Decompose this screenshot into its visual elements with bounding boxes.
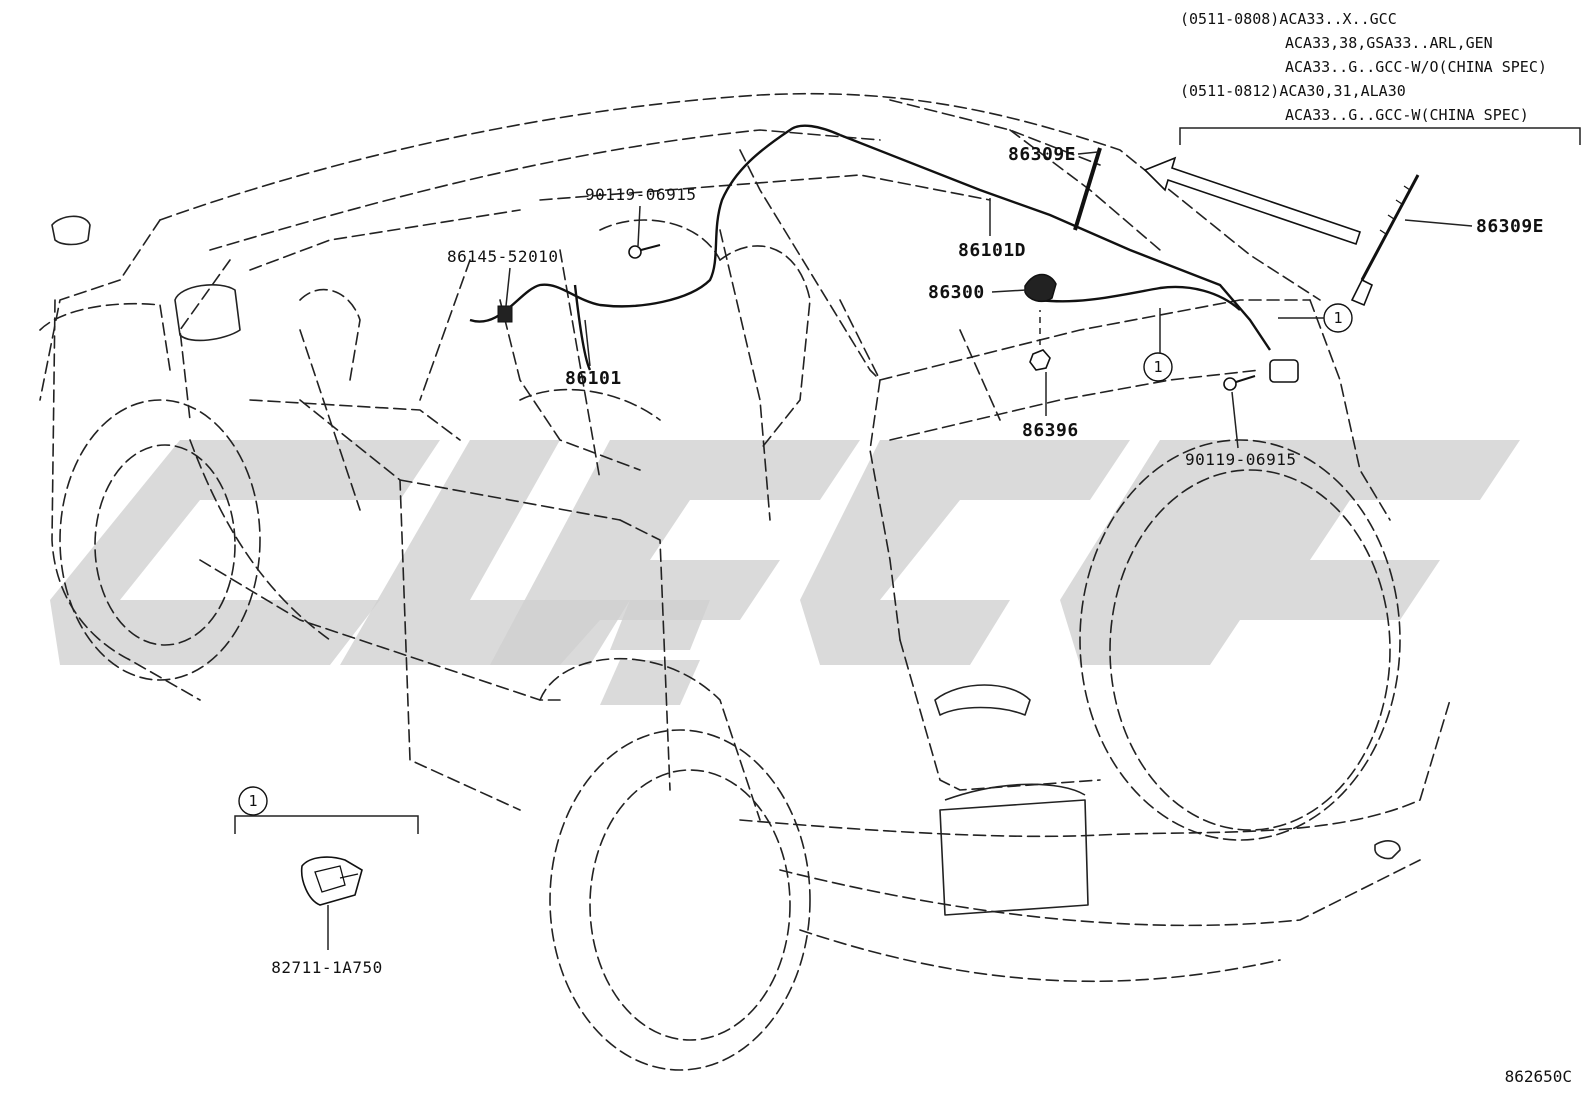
connector-icon [300,856,363,906]
part-label-86396: 86396 [1022,420,1079,441]
nut-icon [1029,349,1051,371]
part-label-86309e-2: 86309E [1476,216,1544,237]
bolt-icon [1223,375,1256,391]
applicability-note: (0511-0808)ACA33..X..GCC ACA33,38,GSA33.… [1179,10,1581,145]
vehicle-outline [39,92,1451,1071]
part-label-86309e: 86309E [1008,144,1076,165]
connector-detail: 1 82711-1A750 [234,786,419,977]
callout-number: 1 [248,792,257,810]
antenna-cord [469,124,1271,371]
note-line-5: ACA33..G..GCC-W(CHINA SPEC) [1285,106,1529,124]
antenna-mast-icon [1350,174,1420,307]
callout-number: 1 [1153,358,1162,376]
antenna-base-icon [1024,273,1057,303]
part-label-90119-06915: 90119-06915 [585,185,696,204]
callout-number: 1 [1333,309,1342,327]
note-line-3: ACA33..G..GCC-W/O(CHINA SPEC) [1285,58,1547,76]
direction-arrow-icon [1143,156,1362,246]
part-label-86101d: 86101D [958,240,1026,261]
part-label-82711-1a750: 82711-1A750 [271,958,382,977]
figure-reference: 862650C [1505,1067,1572,1086]
part-label-90119-06915-2: 90119-06915 [1185,450,1296,469]
part-label-86101: 86101 [565,368,622,389]
connector-icon [497,305,1299,383]
part-label-86145-52010: 86145-52010 [447,247,558,266]
note-line-4: (0511-0812)ACA30,31,ALA30 [1180,82,1406,100]
part-labels: 90119-06915 86145-52010 86101 86101D 863… [447,144,1544,469]
bolt-icon [628,244,661,259]
watermark [50,440,1520,705]
part-label-86300: 86300 [928,282,985,303]
antenna-mast-icon [1073,147,1102,231]
note-line-2: ACA33,38,GSA33..ARL,GEN [1285,34,1493,52]
note-line-1: (0511-0808)ACA33..X..GCC [1180,10,1397,28]
